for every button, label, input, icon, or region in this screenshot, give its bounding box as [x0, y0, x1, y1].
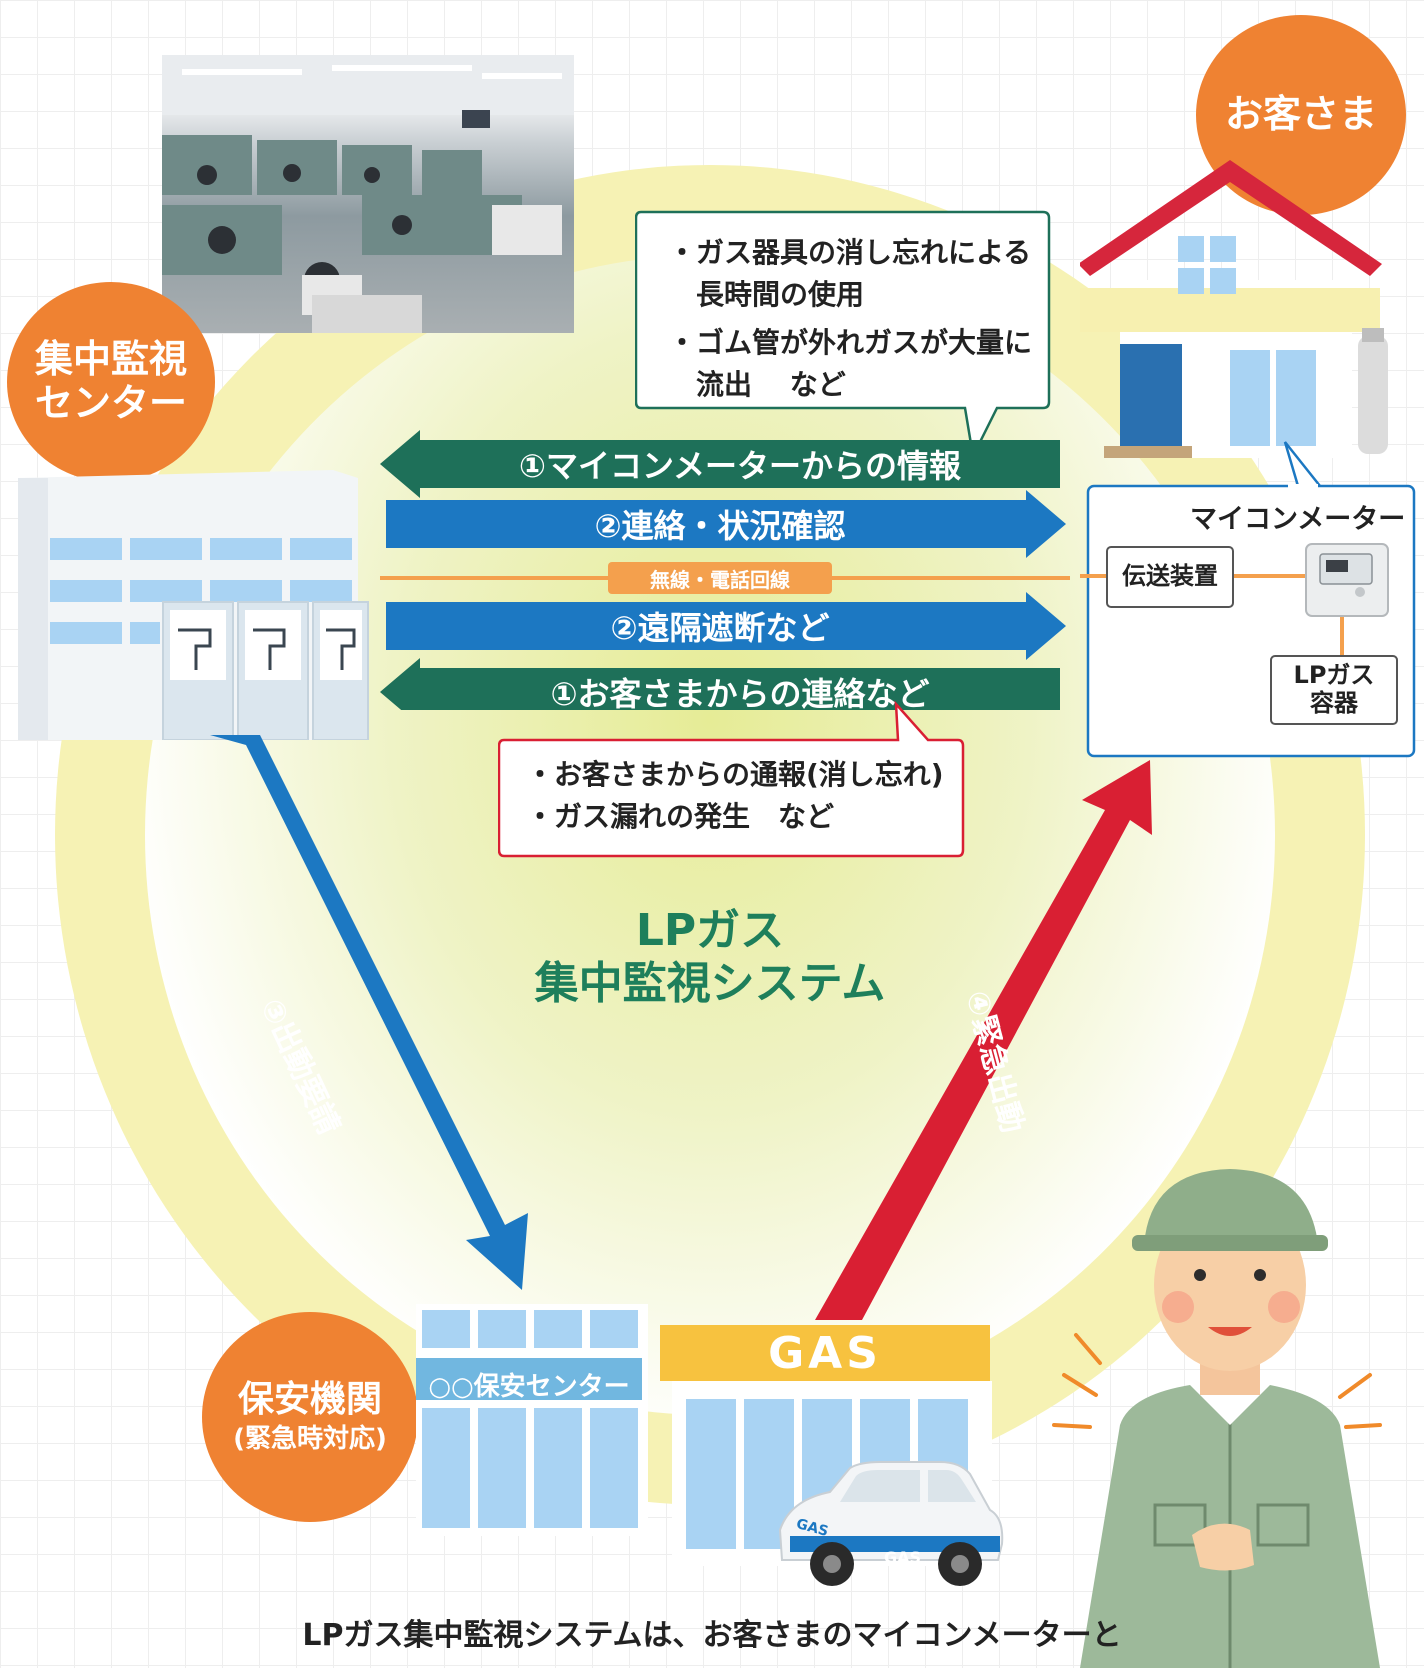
callout-meter-item-3: ・ゴム管が外れガスが大量に: [668, 326, 1033, 359]
safety-org-line1: 保安機関: [237, 1379, 382, 1421]
arrow-info-from-meter: [380, 430, 1060, 498]
microcomputer-meter-icon: [1305, 543, 1389, 617]
arrow-contact-label: ②連絡・状況確認: [594, 507, 846, 545]
callout-meter-item-1: ・ガス器具の消し忘れによる: [668, 236, 1032, 269]
arrow-customer-contact-label: ①お客さまからの連絡など: [550, 675, 930, 713]
lp-gas-container-box: LPガス 容器: [1270, 655, 1398, 725]
monitoring-center-label: 集中監視 センター: [7, 282, 215, 482]
arrow-dispatch-request: [210, 735, 528, 1290]
callout-customer-frame: [498, 700, 965, 858]
lp-gas-container-line2: 容器: [1310, 689, 1358, 717]
arrows-horizontal: [380, 430, 1070, 710]
center-title: LPガス 集中監視システム: [520, 905, 900, 1011]
arrow-contact: [386, 490, 1066, 558]
meter-label: マイコンメーター: [1190, 504, 1406, 535]
transmitter-label: 伝送装置: [1122, 562, 1218, 591]
transmitter-box: 伝送装置: [1106, 546, 1234, 608]
arrow-info-from-meter-label: ①マイコンメーターからの情報: [518, 447, 962, 485]
monitoring-center-line2: センター: [34, 381, 187, 425]
callout-meter-item-2: 長時間の使用: [668, 278, 865, 311]
callout-meter-item-4: 流出 など: [668, 368, 846, 401]
callout-meter-frame: [635, 210, 1051, 460]
center-title-line2: 集中監視システム: [534, 957, 886, 1009]
monitoring-center-line1: 集中監視: [34, 337, 187, 382]
callout-meter: ・ガス器具の消し忘れによる 長時間の使用 ・ゴム管が外れガスが大量に 流出 など: [650, 222, 1050, 416]
line-wireless-phone-label: 無線・電話回線: [608, 562, 832, 594]
gas-car: [778, 1461, 1004, 1586]
gas-station-sign: GAS: [768, 1328, 882, 1379]
callout-customer-item-2: ・ガス漏れの発生 など: [526, 800, 835, 833]
monitoring-center-building: [18, 470, 369, 740]
customer-house: [1080, 160, 1388, 458]
arrow-emergency-dispatch: [815, 760, 1152, 1320]
safety-org-line2: (緊急時対応): [233, 1423, 387, 1454]
arrow-remote-shutoff-label: ②遠隔遮断など: [610, 609, 830, 647]
callout-customer-item-1: ・お客さまからの通報(消し忘れ): [526, 758, 944, 791]
bottom-caption: LPガス集中監視システムは、お客さまのマイコンメーターと: [302, 1618, 1122, 1653]
gas-worker-illustration: [1052, 1169, 1382, 1668]
safety-center-building: [416, 1304, 648, 1536]
safety-center-sign: ○○保安センター: [428, 1372, 630, 1402]
monitoring-room-photo: [162, 55, 574, 333]
arrow-customer-contact: [380, 658, 1060, 710]
callout-customer: ・お客さまからの通報(消し忘れ) ・ガス漏れの発生 など: [512, 750, 958, 842]
lp-gas-container-line1: LPガス: [1293, 661, 1375, 690]
gas-car-side-label: GAS: [884, 1548, 922, 1567]
customer-label-text: お客さま: [1224, 92, 1377, 136]
center-title-line1: LPガス: [635, 905, 785, 956]
safety-org-label: 保安機関 (緊急時対応): [202, 1312, 418, 1522]
arrow-remote-shutoff: [386, 592, 1066, 660]
